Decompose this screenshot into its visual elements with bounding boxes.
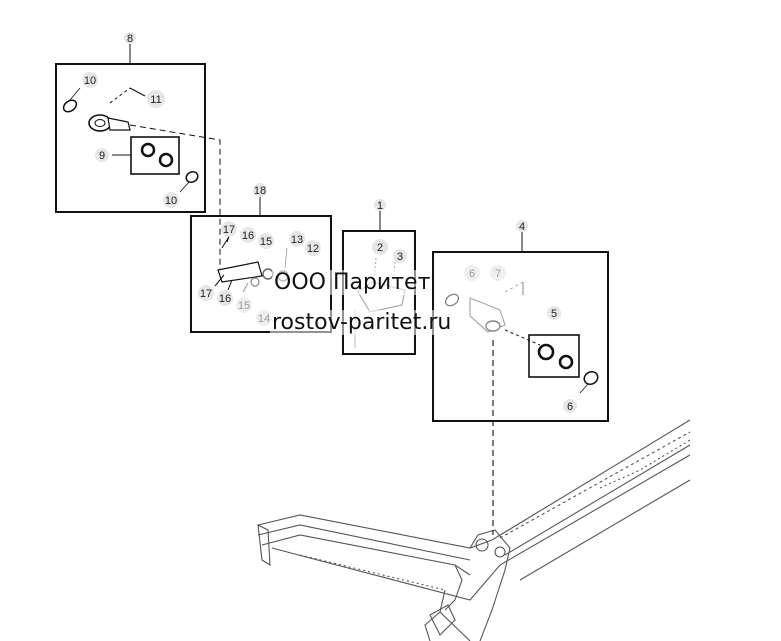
callout-2: 2 [372,239,388,255]
callout-5: 5 [547,306,561,320]
svg-text:15: 15 [260,236,272,248]
frame-boom [257,419,691,641]
svg-text:10: 10 [84,75,96,87]
callout-16-bottom: 16 [217,290,233,306]
svg-text:7: 7 [495,268,501,280]
callout-3: 3 [393,249,407,263]
svg-text:1: 1 [377,200,383,212]
svg-text:15: 15 [238,300,250,312]
svg-text:17: 17 [200,288,212,300]
svg-text:12: 12 [307,243,319,255]
svg-text:16: 16 [242,230,254,242]
callout-17-bottom: 17 [198,285,214,301]
svg-text:5: 5 [551,308,557,320]
svg-text:18: 18 [254,185,266,197]
svg-text:9: 9 [99,150,105,162]
svg-text:6: 6 [469,268,475,280]
assembly-box-8 [55,44,206,213]
callout-11: 11 [147,90,165,108]
callout-1: 1 [374,199,386,212]
svg-text:3: 3 [397,251,403,263]
svg-text:13: 13 [291,234,303,246]
callout-8: 8 [124,32,136,45]
callout-18: 18 [253,183,267,197]
svg-text:16: 16 [219,293,231,305]
callout-6-bottom: 6 [563,399,577,413]
svg-text:4: 4 [519,221,525,233]
callout-13: 13 [289,231,305,247]
svg-text:17: 17 [223,224,235,236]
watermark-url: rostov-paritet.ru [270,310,454,335]
svg-text:8: 8 [127,33,133,45]
svg-text:11: 11 [150,94,161,106]
watermark-company: ООО Паритет [272,270,433,295]
callout-14: 14 [256,310,272,326]
callout-10-top: 10 [82,72,98,88]
svg-text:2: 2 [377,242,383,254]
callout-6-top: 6 [464,265,480,281]
callout-17-top: 17 [221,221,237,237]
callout-10-bottom: 10 [163,192,179,208]
svg-text:6: 6 [567,401,573,413]
callout-4: 4 [516,220,528,233]
assembly-box-4 [432,232,609,422]
callout-7: 7 [490,265,506,281]
callout-16-top: 16 [240,227,256,243]
callout-15-bottom: 15 [236,297,252,313]
callout-15-top: 15 [258,233,274,249]
svg-text:10: 10 [165,195,177,207]
callout-12: 12 [305,240,321,256]
callout-9: 9 [95,148,109,162]
svg-text:14: 14 [258,313,270,325]
